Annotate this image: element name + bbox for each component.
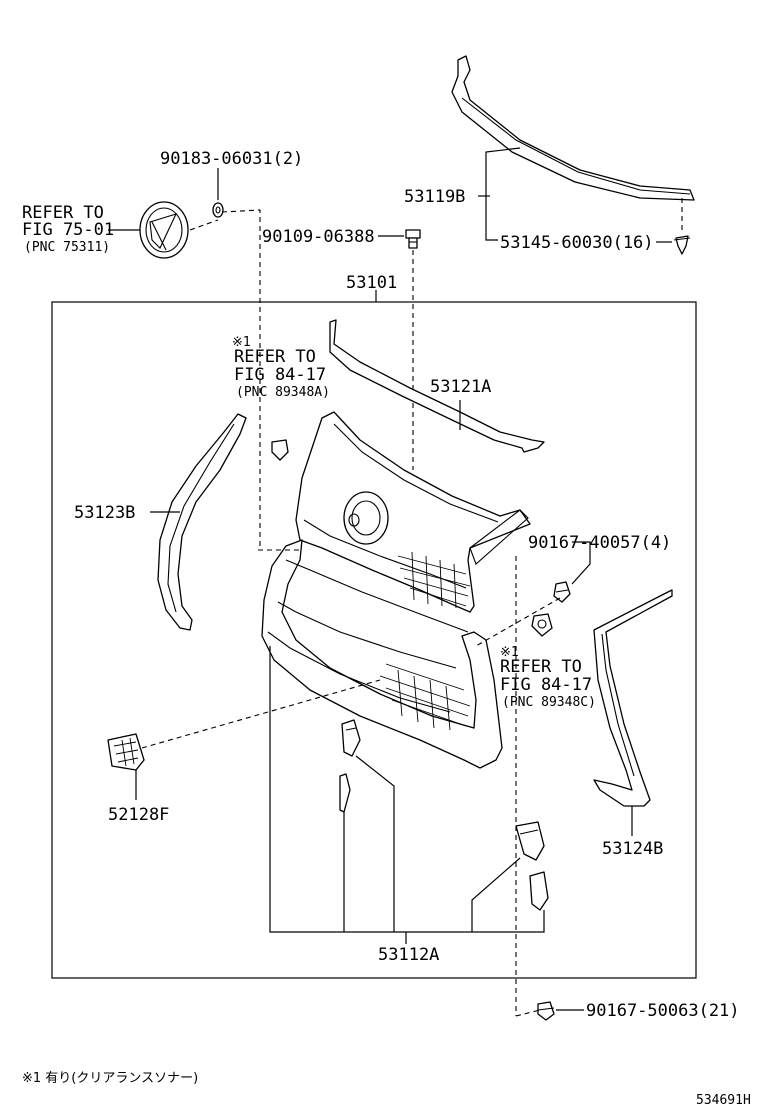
clip-89348c (531, 613, 553, 637)
footnote: ※1 有り(クリアランスソナー) (22, 1071, 198, 1086)
clip-53145 (673, 235, 691, 255)
label-note1-mark: ※1 (232, 335, 251, 350)
label-90183: 90183-06031(2) (160, 149, 303, 169)
screw-90167-50063 (537, 1001, 555, 1021)
label-90167-50063: 90167-50063(21) (586, 1001, 740, 1021)
bolt-90109 (405, 229, 421, 249)
label-53119b: 53119B (404, 187, 465, 207)
molding-53123b (157, 413, 247, 631)
label-53112a: 53112A (378, 945, 439, 965)
emblem-part (139, 201, 189, 259)
label-refer-84a-line1: REFER TO (234, 347, 316, 367)
screw-90167-40057 (553, 581, 571, 603)
assembly-frame (51, 301, 697, 979)
bracket-53112a-2 (339, 773, 351, 813)
bracket-53112a-3 (515, 821, 545, 861)
label-refer-75-line1: REFER TO (22, 203, 104, 223)
label-refer-75-line3: (PNC 75311) (24, 240, 110, 255)
grille-body (261, 411, 531, 769)
bracket-53112a-4 (529, 871, 549, 911)
washer-90183 (212, 202, 224, 218)
bracket-53112a-1 (341, 719, 361, 757)
label-90167-40057: 90167-40057(4) (528, 533, 671, 553)
label-note2-mark: ※1 (500, 645, 519, 660)
label-53101: 53101 (346, 273, 397, 293)
molding-53119b (451, 55, 695, 201)
label-refer-84c-line2: FIG 84-17 (500, 675, 592, 695)
label-refer-75-line2: FIG 75-01 (22, 220, 114, 240)
label-refer-84a-line2: FIG 84-17 (234, 365, 326, 385)
molding-53121a (329, 319, 545, 453)
label-refer-84c-line1: REFER TO (500, 657, 582, 677)
molding-53124b (593, 589, 673, 807)
label-refer-84c-line3: (PNC 89348C) (502, 695, 596, 710)
label-refer-84a-line3: (PNC 89348A) (236, 385, 330, 400)
label-90109: 90109-06388 (262, 227, 375, 247)
label-52128f: 52128F (108, 805, 169, 825)
clip-89348a (271, 439, 289, 461)
label-53145: 53145-60030(16) (500, 233, 654, 253)
diagram-id: 534691H (696, 1093, 751, 1108)
label-53124b: 53124B (602, 839, 663, 859)
label-53123b: 53123B (74, 503, 135, 523)
bracket-52128f (107, 733, 145, 771)
label-53121a: 53121A (430, 377, 491, 397)
